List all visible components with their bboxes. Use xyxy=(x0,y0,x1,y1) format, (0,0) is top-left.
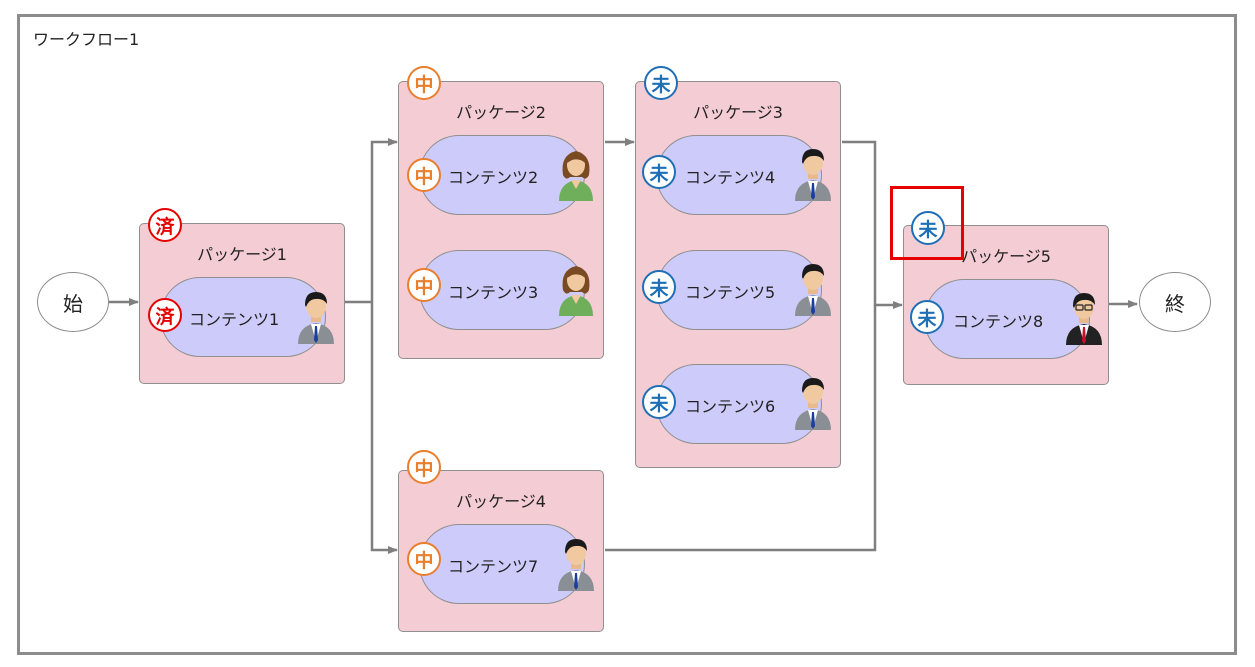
woman-icon xyxy=(559,151,593,201)
content-2[interactable]: コンテンツ2 xyxy=(419,135,585,215)
package-label: パッケージ5 xyxy=(961,247,1051,266)
package-5-status-badge[interactable]: 未 xyxy=(911,211,945,245)
content-7[interactable]: コンテンツ7 xyxy=(419,524,585,604)
businessman-icon xyxy=(795,149,831,201)
content-1-status-badge: 済 xyxy=(148,298,182,332)
content-4-status-badge: 未 xyxy=(642,155,676,189)
edge-pkg3-join xyxy=(842,140,903,309)
content-6[interactable]: コンテンツ6 xyxy=(656,364,822,444)
edge-pkg4-join xyxy=(605,305,877,552)
content-label: コンテンツ4 xyxy=(685,168,776,187)
package-label: パッケージ3 xyxy=(693,103,783,122)
content-4[interactable]: コンテンツ4 xyxy=(656,135,822,215)
content-label: コンテンツ2 xyxy=(448,168,539,187)
businessman-icon xyxy=(795,378,831,430)
end-node[interactable]: 終 xyxy=(1139,272,1211,332)
content-label: コンテンツ1 xyxy=(189,310,280,329)
package-label: パッケージ4 xyxy=(456,492,546,511)
content-label: コンテンツ5 xyxy=(685,283,776,302)
selection-highlight xyxy=(890,186,964,260)
content-8-status-badge: 未 xyxy=(910,300,944,334)
businessman-icon xyxy=(795,264,831,316)
package-3-status-badge: 未 xyxy=(644,66,678,100)
start-node[interactable]: 始 xyxy=(37,272,109,332)
workflow-frame xyxy=(17,14,1237,655)
woman-icon xyxy=(559,266,593,316)
package-label: パッケージ1 xyxy=(197,245,287,264)
edge-split-pkg2 xyxy=(370,138,398,302)
content-3[interactable]: コンテンツ3 xyxy=(419,250,585,330)
content-3-status-badge: 中 xyxy=(407,268,441,302)
businessman-icon xyxy=(298,292,334,344)
content-label: コンテンツ3 xyxy=(448,283,539,302)
content-1[interactable]: コンテンツ1 xyxy=(160,277,326,357)
package-5[interactable]: パッケージ5 コンテンツ8 xyxy=(903,225,1109,385)
content-6-status-badge: 未 xyxy=(642,385,676,419)
package-4-status-badge: 中 xyxy=(407,450,441,484)
businessman-icon xyxy=(558,539,594,591)
content-5-status-badge: 未 xyxy=(642,270,676,304)
package-1-status-badge: 済 xyxy=(148,208,182,242)
content-8[interactable]: コンテンツ8 xyxy=(924,279,1090,359)
content-2-status-badge: 中 xyxy=(407,158,441,192)
workflow-title: ワークフロー1 xyxy=(33,30,140,49)
package-2-status-badge: 中 xyxy=(407,66,441,100)
content-label: コンテンツ6 xyxy=(685,397,776,416)
content-7-status-badge: 中 xyxy=(407,542,441,576)
content-label: コンテンツ8 xyxy=(953,312,1044,331)
package-2[interactable]: パッケージ2 コンテンツ2 コンテンツ3 xyxy=(398,81,604,359)
content-5[interactable]: コンテンツ5 xyxy=(656,250,822,330)
content-label: コンテンツ7 xyxy=(448,557,539,576)
businessman-glasses-icon xyxy=(1066,293,1102,345)
edge-split-pkg4 xyxy=(370,302,398,554)
package-label: パッケージ2 xyxy=(456,103,546,122)
